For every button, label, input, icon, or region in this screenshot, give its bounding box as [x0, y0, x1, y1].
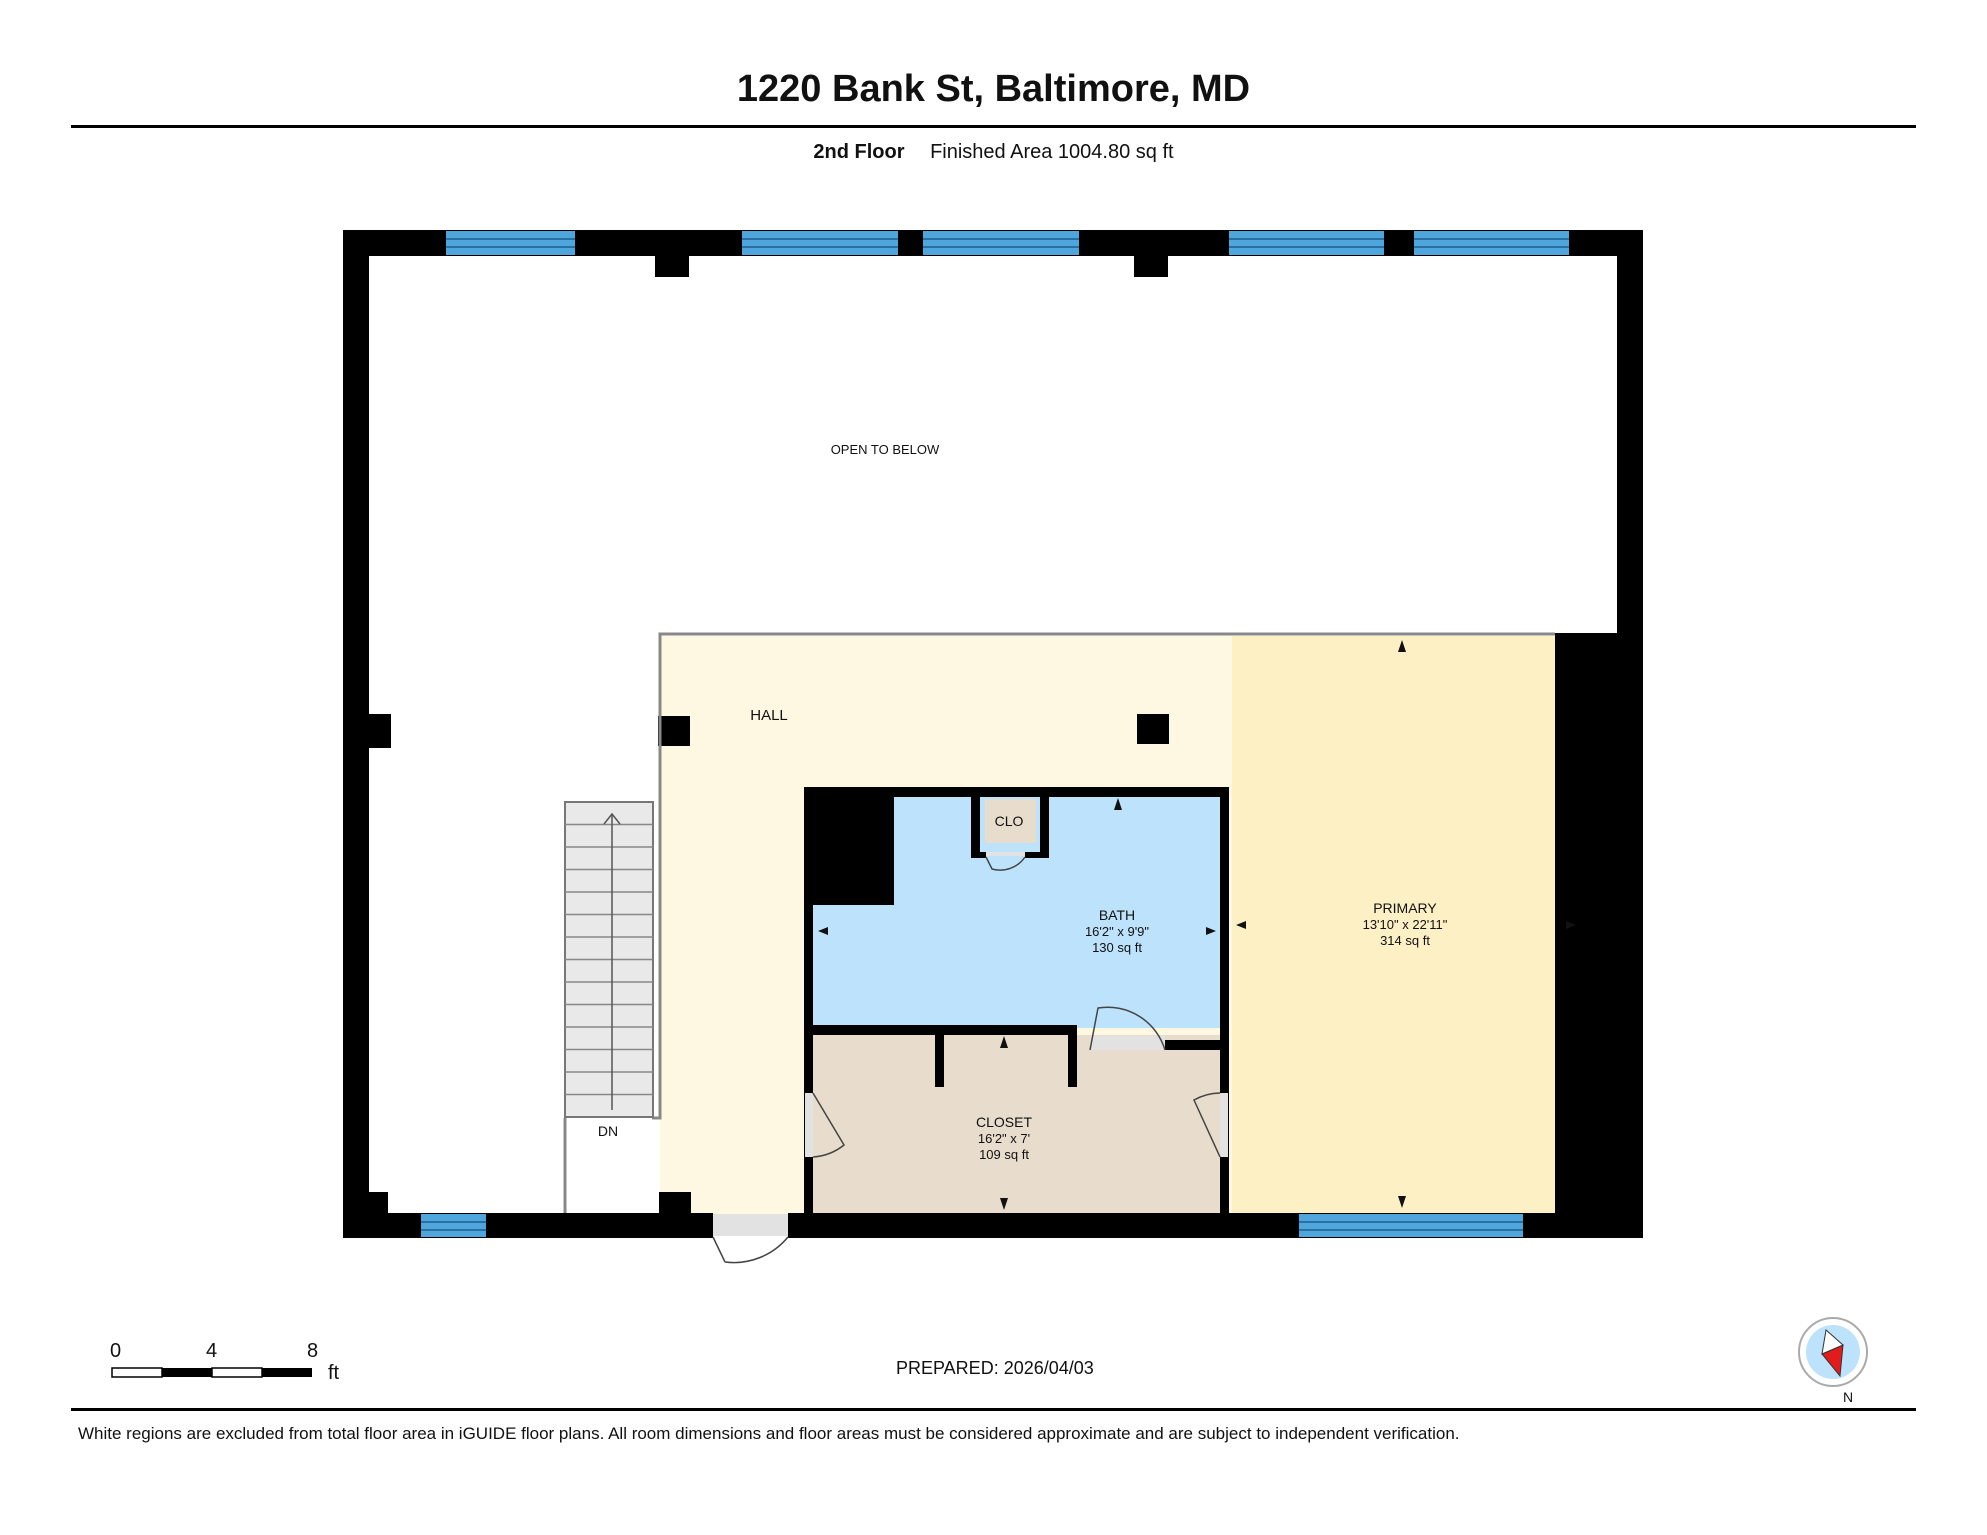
closet-label: CLOSET	[976, 1114, 1032, 1130]
header-divider	[71, 125, 1916, 128]
closet-floor	[813, 1035, 1220, 1214]
windows	[421, 231, 1569, 1237]
doors	[712, 852, 1228, 1264]
prepared-date: PREPARED: 2026/04/03	[896, 1358, 1094, 1378]
bath-area: 130 sq ft	[1092, 940, 1142, 955]
finished-area: Finished Area 1004.80 sq ft	[930, 141, 1174, 163]
bath-label: BATH	[1099, 907, 1135, 923]
closet-dims: 16'2" x 7'	[978, 1131, 1030, 1146]
floor-name: 2nd Floor	[813, 141, 905, 163]
scale-tick-0: 0	[110, 1340, 122, 1362]
stairs	[564, 801, 654, 1118]
compass-icon	[1798, 1317, 1868, 1387]
dimension-arrows	[818, 640, 1576, 1210]
scale-unit: ft	[328, 1362, 340, 1384]
footer-disclaimer: White regions are excluded from total fl…	[78, 1424, 1460, 1443]
scale-tick-4: 4	[206, 1340, 218, 1362]
scale-tick-8: 8	[307, 1340, 319, 1362]
primary-area: 314 sq ft	[1380, 933, 1430, 948]
hall-label: HALL	[750, 707, 788, 724]
primary-dims: 13'10" x 22'11"	[1363, 917, 1448, 932]
clo-floor	[985, 799, 1036, 843]
compass-north-label: N	[1843, 1389, 1853, 1405]
railing	[652, 632, 1555, 1120]
bath-floor	[813, 796, 1220, 1028]
closet-area: 109 sq ft	[979, 1147, 1029, 1162]
page-title: 1220 Bank St, Baltimore, MD	[736, 68, 1251, 110]
interior-walls	[804, 787, 1229, 1214]
floor-summary: 2nd Floor Finished Area 1004.80 sq ft	[0, 141, 1987, 164]
stairs-down-label: DN	[598, 1123, 618, 1139]
primary-label: PRIMARY	[1373, 900, 1437, 916]
primary-floor	[1232, 636, 1580, 1214]
open-to-below-label: OPEN TO BELOW	[831, 442, 940, 457]
scale-bar	[111, 1367, 312, 1378]
clo-label: CLO	[995, 813, 1024, 829]
bath-dims: 16'2" x 9'9"	[1085, 924, 1149, 939]
footer-divider	[71, 1408, 1916, 1411]
